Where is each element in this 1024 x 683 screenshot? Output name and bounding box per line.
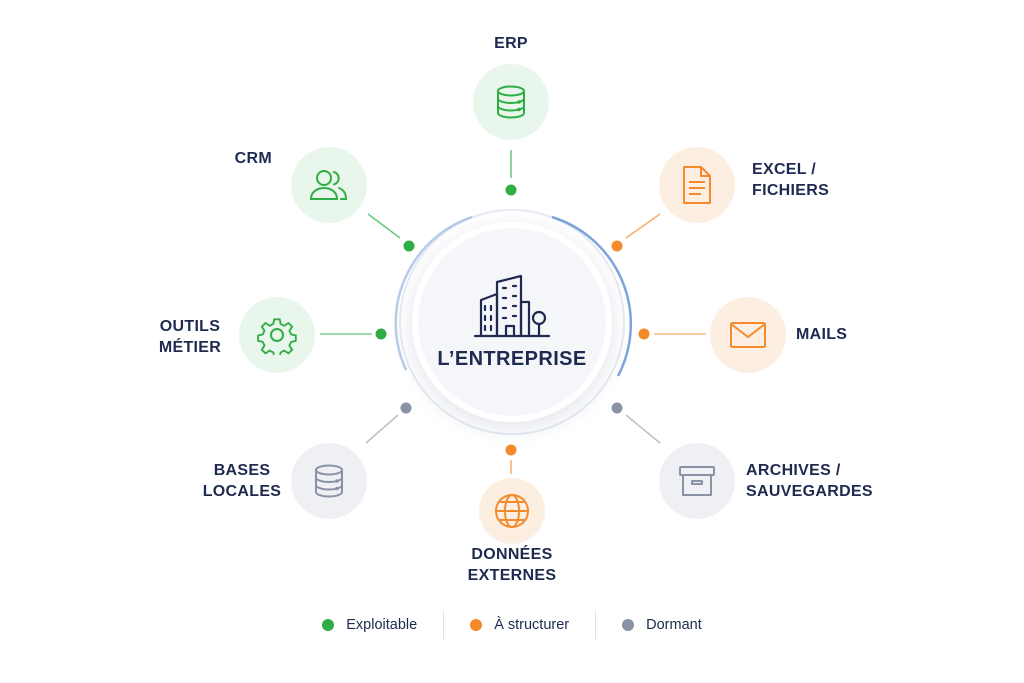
center-ring	[399, 209, 625, 435]
node-excel-fichiers[interactable]	[659, 147, 735, 223]
connector-archives	[625, 414, 661, 444]
node-label-excel-line1: EXCEL /	[752, 161, 817, 178]
status-dot-outils	[375, 328, 387, 340]
status-dot-archives	[611, 402, 623, 414]
archive-box-icon	[679, 466, 715, 496]
legend-label-dormant: Dormant	[646, 617, 702, 633]
database-icon	[497, 85, 525, 119]
status-dot-mails	[638, 328, 650, 340]
center-ring-accent-left	[394, 215, 473, 371]
node-label-archives-line2: SAUVEGARDES	[746, 483, 873, 500]
node-label-externes-line2: EXTERNES	[467, 567, 557, 584]
status-dot-crm	[403, 240, 415, 252]
building-icon	[473, 274, 551, 337]
legend-divider	[443, 611, 445, 639]
node-outils-metier[interactable]	[239, 297, 315, 373]
legend-dot-structurer	[470, 619, 483, 631]
document-icon	[683, 166, 711, 204]
status-dot-externes	[505, 444, 517, 456]
status-dot-excel	[611, 240, 623, 252]
legend-item-exploitable: Exploitable	[296, 617, 443, 633]
node-label-excel-fichiers: EXCEL / FICHIERS	[752, 159, 862, 201]
gear-icon	[257, 318, 297, 355]
globe-icon	[495, 494, 529, 528]
legend-item-structurer: À structurer	[444, 617, 595, 633]
node-archives-sauvegardes[interactable]	[659, 443, 735, 519]
node-label-crm: CRM	[234, 150, 272, 167]
node-label-bases-line2: LOCALES	[202, 483, 282, 500]
node-label-bases-line1: BASES	[213, 462, 271, 479]
legend-dot-exploitable	[322, 619, 335, 631]
node-label-donnees-externes: DONNÉES EXTERNES	[462, 544, 562, 586]
status-dot-bases	[400, 402, 412, 414]
center-title: L’ENTREPRISE	[437, 347, 587, 370]
legend: Exploitable À structurer Dormant	[0, 610, 1024, 640]
legend-dot-dormant	[622, 619, 635, 631]
node-erp[interactable]	[473, 64, 549, 140]
node-label-outils-line2: MÉTIER	[158, 339, 222, 356]
node-label-bases-locales: BASES LOCALES	[194, 460, 290, 502]
node-label-archives-line1: ARCHIVES /	[746, 462, 841, 479]
users-icon	[309, 170, 348, 200]
mail-icon	[730, 322, 766, 348]
node-donnees-externes[interactable]	[479, 478, 545, 544]
status-dot-erp	[505, 184, 517, 196]
node-label-externes-line1: DONNÉES	[471, 546, 553, 563]
node-bases-locales[interactable]	[291, 443, 367, 519]
node-label-outils-metier: OUTILS MÉTIER	[150, 316, 230, 358]
center-node: L’ENTREPRISE	[412, 222, 612, 422]
connector-crm	[367, 213, 401, 239]
connector-bases	[365, 414, 399, 444]
center-ring-accent-right	[551, 215, 633, 377]
database-icon	[315, 464, 343, 498]
node-label-mails: MAILS	[796, 326, 848, 343]
node-crm[interactable]	[291, 147, 367, 223]
node-label-excel-line2: FICHIERS	[752, 182, 830, 199]
node-label-outils-line1: OUTILS	[159, 318, 221, 335]
legend-item-dormant: Dormant	[596, 617, 728, 633]
connector-excel	[625, 213, 661, 239]
node-label-erp: ERP	[494, 35, 528, 52]
legend-label-structurer: À structurer	[494, 617, 570, 633]
node-mails[interactable]	[710, 297, 786, 373]
legend-label-exploitable: Exploitable	[346, 617, 418, 633]
legend-divider	[595, 611, 597, 639]
node-label-archives-sauvegardes: ARCHIVES / SAUVEGARDES	[746, 460, 886, 502]
